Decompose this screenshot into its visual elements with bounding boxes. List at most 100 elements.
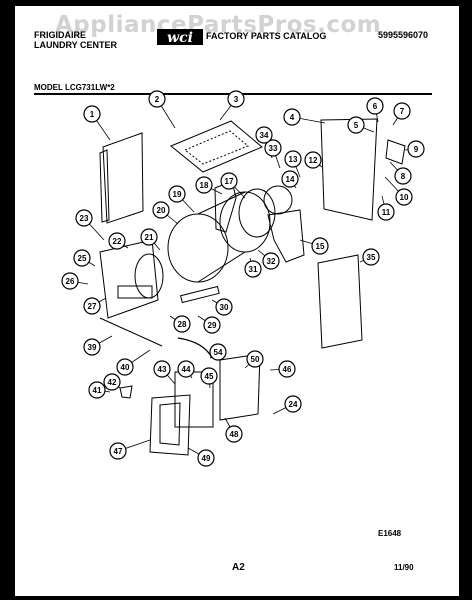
callout-number: 40 — [121, 363, 130, 372]
callout-47: 47 — [109, 442, 127, 460]
callout-number: 23 — [80, 214, 89, 223]
callout-circle — [83, 297, 101, 315]
callout-26: 26 — [61, 272, 79, 290]
callout-number: 28 — [178, 320, 187, 329]
callout-45: 45 — [200, 367, 218, 385]
callout-number: 3 — [234, 95, 239, 104]
callout-6: 6 — [366, 97, 384, 115]
callout-19: 19 — [168, 185, 186, 203]
callout-circle — [195, 176, 213, 194]
callout-circle — [264, 139, 282, 157]
wire-harness-part — [177, 337, 213, 359]
callout-number: 19 — [173, 190, 182, 199]
callout-number: 10 — [400, 193, 409, 202]
callout-circle — [148, 90, 166, 108]
drum-top-edge-part — [197, 191, 246, 215]
callout-48: 48 — [225, 425, 243, 443]
callout-17: 17 — [220, 172, 238, 190]
callout-circle — [209, 343, 227, 361]
callout-18: 18 — [195, 176, 213, 194]
back-panel-edge-part — [99, 149, 110, 223]
callout-24: 24 — [284, 395, 302, 413]
callout-circle — [246, 350, 264, 368]
callout-circle — [177, 360, 195, 378]
callout-14: 14 — [281, 170, 299, 188]
callout-number: 29 — [208, 321, 217, 330]
callout-13: 13 — [284, 150, 302, 168]
callout-41: 41 — [88, 381, 106, 399]
drum-seal-part — [134, 253, 164, 299]
callout-number: 8 — [401, 172, 406, 181]
callout-circle — [200, 367, 218, 385]
callout-circle — [262, 252, 280, 270]
callout-10: 10 — [395, 188, 413, 206]
top-panel-inner-part — [184, 130, 249, 165]
callout-number: 42 — [108, 378, 117, 387]
callout-number: 44 — [182, 365, 191, 374]
callout-number: 30 — [220, 303, 229, 312]
callout-number: 9 — [414, 145, 419, 154]
front-frame-part — [99, 239, 159, 319]
callout-number: 13 — [289, 155, 298, 164]
hinge-part — [119, 385, 133, 399]
front-panel-part — [320, 118, 378, 221]
callout-circle — [140, 228, 158, 246]
callout-20: 20 — [152, 201, 170, 219]
callout-number: 41 — [93, 386, 102, 395]
callout-8: 8 — [394, 167, 412, 185]
callout-21: 21 — [140, 228, 158, 246]
callout-number: 47 — [114, 447, 123, 456]
back-panel-part — [102, 132, 144, 224]
callout-39: 39 — [83, 338, 101, 356]
callout-number: 25 — [78, 254, 87, 263]
callout-number: 46 — [283, 365, 292, 374]
callout-number: 32 — [267, 257, 276, 266]
callout-43: 43 — [153, 360, 171, 378]
callout-23: 23 — [75, 209, 93, 227]
callout-number: 6 — [373, 102, 378, 111]
callout-circle — [377, 203, 395, 221]
brand-block: FRIGIDAIRE LAUNDRY CENTER — [34, 30, 117, 50]
callout-circle — [88, 381, 106, 399]
callout-44: 44 — [177, 360, 195, 378]
blower-wheel-part — [263, 185, 293, 215]
callout-number: 20 — [157, 206, 166, 215]
callout-circle — [362, 248, 380, 266]
callout-circle — [197, 449, 215, 467]
callout-number: 15 — [316, 242, 325, 251]
callout-22: 22 — [108, 232, 126, 250]
callout-number: 24 — [289, 400, 298, 409]
page-number: A2 — [232, 562, 245, 573]
callout-number: 5 — [354, 121, 359, 130]
callout-number: 14 — [286, 175, 295, 184]
callout-number: 43 — [158, 365, 167, 374]
door-part — [149, 394, 191, 456]
lint-screen-part — [179, 285, 220, 304]
callout-49: 49 — [197, 449, 215, 467]
callout-15: 15 — [311, 237, 329, 255]
callout-3: 3 — [227, 90, 245, 108]
callout-number: 4 — [290, 113, 295, 122]
callout-circle — [255, 126, 273, 144]
callout-1: 1 — [83, 105, 101, 123]
callout-9: 9 — [407, 140, 425, 158]
callout-circle — [395, 188, 413, 206]
callout-number: 1 — [90, 110, 95, 119]
callout-circle — [281, 170, 299, 188]
callout-11: 11 — [377, 203, 395, 221]
callout-circle — [407, 140, 425, 158]
callout-circle — [173, 315, 191, 333]
callout-35: 35 — [362, 248, 380, 266]
callout-number: 33 — [269, 144, 278, 153]
brand-name: FRIGIDAIRE — [34, 30, 87, 40]
callout-circle — [347, 116, 365, 134]
callout-4: 4 — [283, 108, 301, 126]
callout-number: 27 — [88, 302, 97, 311]
callout-circle — [283, 108, 301, 126]
access-panel-part — [219, 353, 261, 421]
callout-12: 12 — [304, 151, 322, 169]
drum-front-part — [167, 213, 229, 283]
callout-number: 50 — [251, 355, 260, 364]
callout-33: 33 — [264, 139, 282, 157]
